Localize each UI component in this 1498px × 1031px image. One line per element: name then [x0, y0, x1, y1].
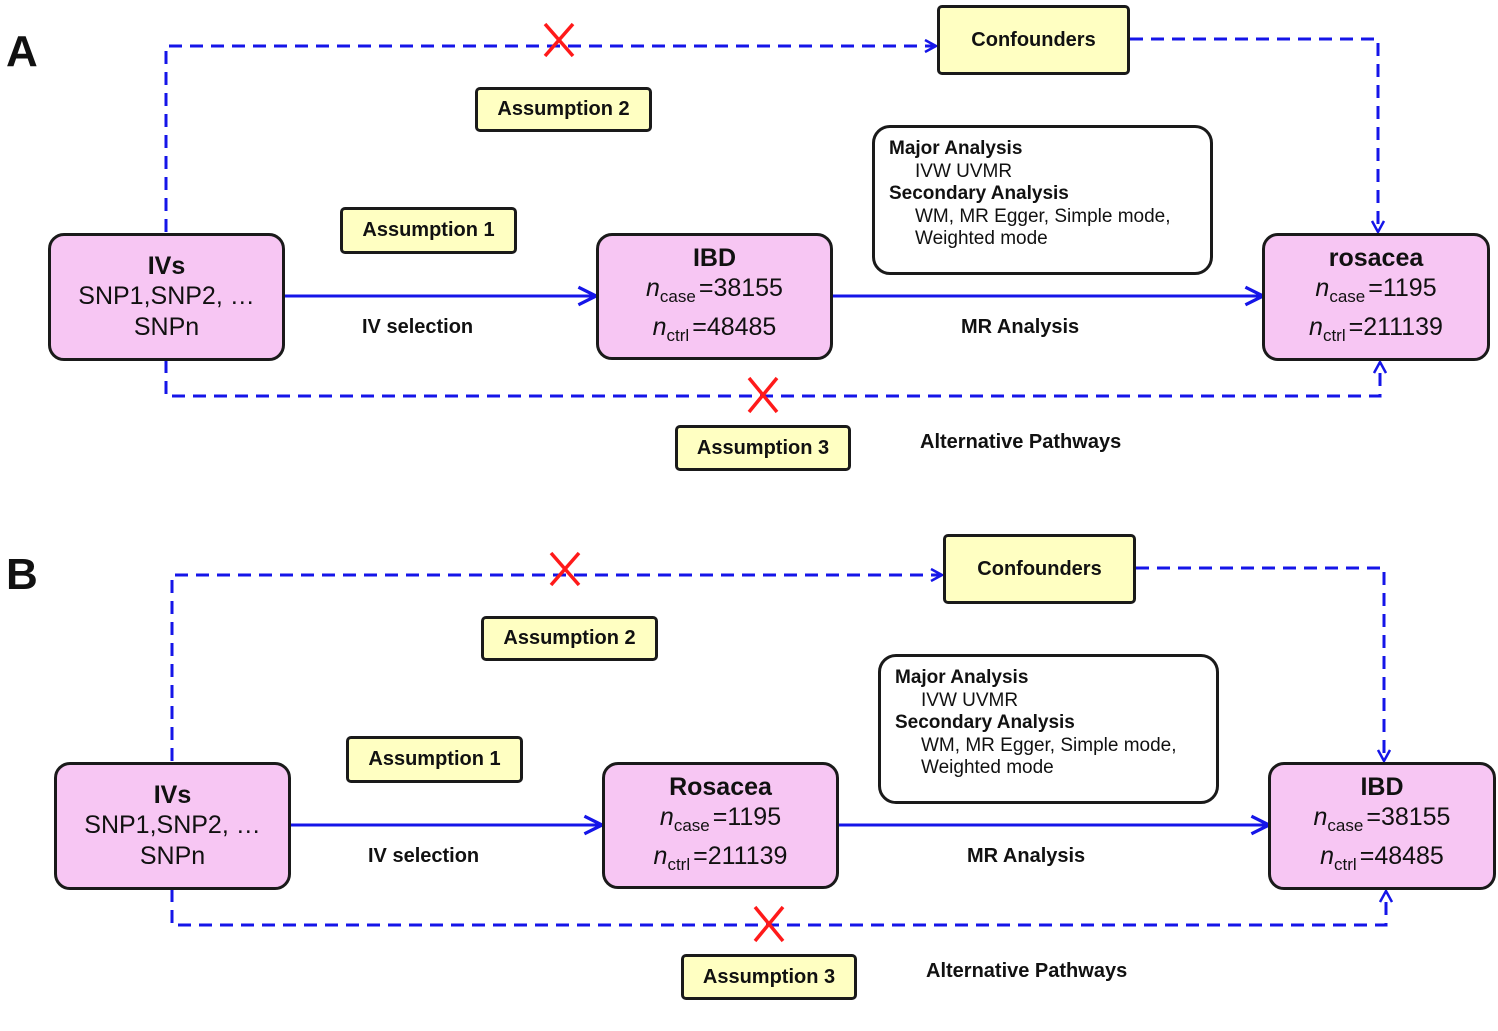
outcome-control-count: nctrl=211139 [1309, 313, 1443, 345]
panel-b-connectors [170, 551, 1498, 943]
ivs-title: IVs [147, 252, 186, 280]
ivs-node: IVs SNP1,SNP2, … SNPn [54, 762, 291, 890]
panel-label: B [6, 550, 38, 599]
confounders-box: Confounders [943, 534, 1136, 604]
dashed-path-ivs-confounders [170, 575, 942, 761]
secondary-analysis-item: WM, MR Egger, Simple mode, [921, 734, 1177, 756]
iv-selection-label: IV selection [368, 845, 480, 867]
panel-label: A [6, 27, 38, 76]
secondary-analysis-heading: Secondary Analysis [889, 183, 1069, 204]
ivs-node: IVs SNP1,SNP2, … SNPn [48, 233, 285, 361]
mr-analysis-label: MR Analysis [967, 845, 1086, 867]
secondary-analysis-item: Weighted mode [921, 757, 1054, 778]
cross-mark-bottom [747, 376, 779, 414]
cross-mark-bottom [753, 905, 785, 943]
assumption-2-tag: Assumption 2 [475, 87, 652, 132]
confounders-box: Confounders [937, 5, 1130, 75]
assumption-3-tag: Assumption 3 [675, 425, 851, 471]
assumption-3-tag: Assumption 3 [681, 954, 857, 1000]
exposure-node: IBD ncase=38155 nctrl=48485 [596, 233, 833, 360]
dashed-path-ivs-confounders [164, 46, 936, 232]
exposure-node: Rosacea ncase=1195 nctrl=211139 [602, 762, 839, 889]
ivs-title: IVs [153, 781, 192, 809]
dashed-path-alternative [170, 889, 1386, 927]
secondary-analysis-heading: Secondary Analysis [895, 712, 1075, 733]
outcome-node: rosacea ncase=1195 nctrl=211139 [1262, 233, 1490, 361]
major-analysis-item: IVW UVMR [921, 689, 1019, 711]
major-analysis-heading: Major Analysis [889, 138, 1023, 159]
alternative-pathways-label: Alternative Pathways [926, 960, 1128, 982]
dashed-path-alternative [164, 360, 1380, 398]
ivs-line-2: SNPn [139, 842, 206, 870]
outcome-case-count: ncase=38155 [1313, 803, 1451, 835]
exposure-case-count: ncase=38155 [646, 273, 783, 306]
outcome-node: IBD ncase=38155 nctrl=48485 [1268, 762, 1496, 890]
ivs-line-1: SNP1,SNP2, … [78, 282, 255, 310]
major-analysis-item: IVW UVMR [915, 160, 1013, 182]
cross-mark-top [549, 551, 581, 587]
secondary-analysis-item: WM, MR Egger, Simple mode, [915, 205, 1171, 227]
outcome-title: IBD [1360, 773, 1404, 801]
exposure-control-count: nctrl=211139 [653, 841, 788, 874]
exposure-title: IBD [692, 243, 737, 272]
exposure-case-count: ncase=1195 [659, 802, 782, 835]
ivs-line-1: SNP1,SNP2, … [84, 811, 261, 839]
outcome-title: rosacea [1328, 244, 1424, 272]
major-analysis-heading: Major Analysis [895, 667, 1029, 688]
panel-a: A Confounders Assumption 2 Assumption 1 … [0, 0, 1498, 502]
alternative-pathways-label: Alternative Pathways [920, 431, 1122, 453]
panel-b: B Confounders Assumption 2 Assumption 1 … [0, 529, 1498, 1031]
outcome-case-count: ncase=1195 [1315, 274, 1437, 306]
ivs-line-2: SNPn [133, 313, 200, 341]
assumption-1-tag: Assumption 1 [346, 736, 523, 783]
analysis-methods-box: Major Analysis IVW UVMR Secondary Analys… [878, 654, 1219, 804]
outcome-control-count: nctrl=48485 [1320, 842, 1444, 874]
assumption-1-tag: Assumption 1 [340, 207, 517, 254]
cross-mark-top [543, 22, 575, 58]
analysis-methods-box: Major Analysis IVW UVMR Secondary Analys… [872, 125, 1213, 275]
assumption-2-tag: Assumption 2 [481, 616, 658, 661]
iv-selection-label: IV selection [362, 316, 474, 338]
exposure-title: Rosacea [669, 772, 772, 801]
exposure-control-count: nctrl=48485 [652, 312, 777, 345]
mr-analysis-label: MR Analysis [961, 316, 1080, 338]
secondary-analysis-item: Weighted mode [915, 228, 1048, 249]
panel-a-connectors [164, 22, 1498, 414]
